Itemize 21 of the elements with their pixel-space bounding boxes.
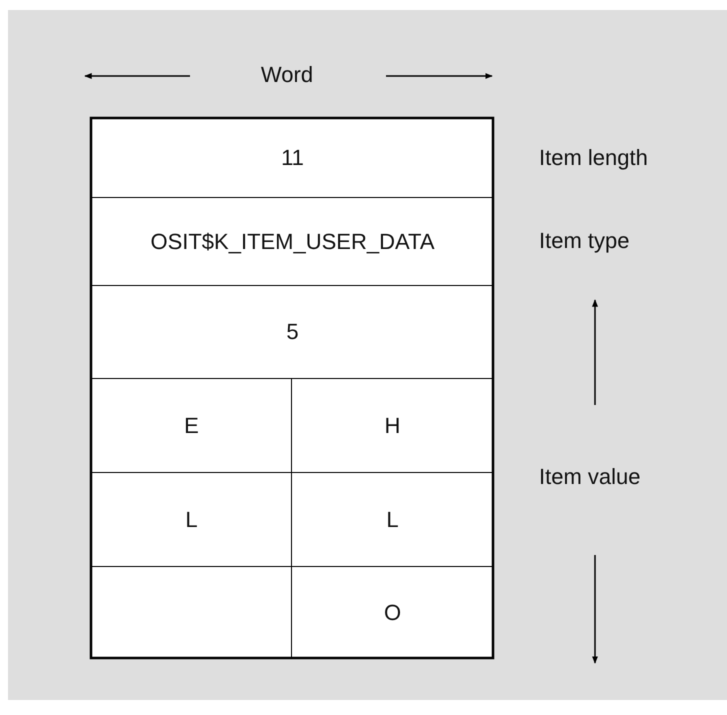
table-cell [91,566,292,659]
table-cell [91,197,494,286]
table-cell [291,566,494,659]
table-cell [291,378,494,473]
field-label: Item type [539,228,630,254]
width-label: Word [260,62,314,88]
table-cell [91,285,494,379]
table-cell [91,378,292,473]
cell-value: H [384,412,400,438]
field-label: Item value [539,464,640,490]
table-cell [91,118,494,198]
cell-value: 5 [286,319,299,345]
cell-value: L [185,506,198,532]
cell-value: L [386,506,399,532]
cell-value: OSIT$K_ITEM_USER_DATA [150,228,435,254]
cell-value: 11 [281,145,304,171]
field-label: Item length [539,145,648,171]
cell-value: O [384,600,402,626]
table-cell [91,472,292,567]
table-cell [291,472,494,567]
cell-value: E [184,412,199,438]
